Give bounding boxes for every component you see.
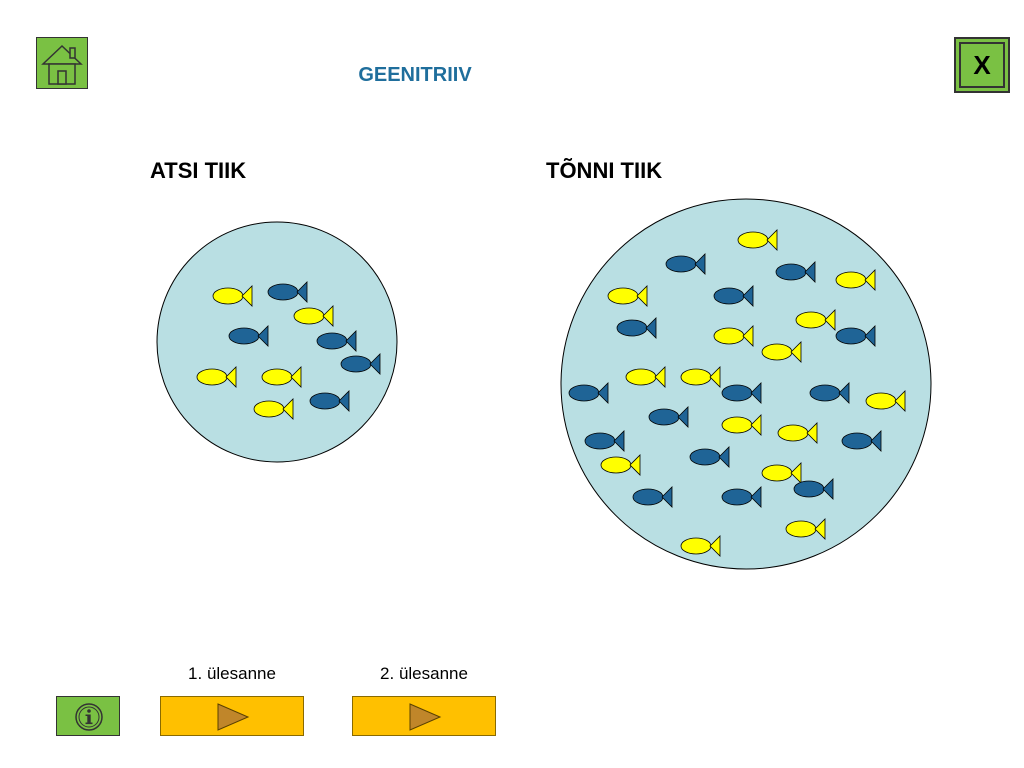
yellow-fish bbox=[293, 305, 334, 327]
yellow-fish bbox=[680, 366, 721, 388]
yellow-fish bbox=[795, 309, 836, 331]
close-button[interactable]: X bbox=[954, 37, 1010, 93]
home-icon bbox=[41, 44, 83, 85]
blue-fish bbox=[841, 430, 882, 452]
blue-fish bbox=[809, 382, 850, 404]
blue-fish bbox=[228, 325, 269, 347]
blue-fish bbox=[775, 261, 816, 283]
close-label: X bbox=[959, 42, 1005, 88]
yellow-fish bbox=[196, 366, 237, 388]
info-icon bbox=[75, 703, 103, 731]
blue-fish bbox=[584, 430, 625, 452]
yellow-fish bbox=[721, 414, 762, 436]
tonni-pond-label: TÕNNI TIIK bbox=[546, 158, 663, 183]
blue-fish bbox=[665, 253, 706, 275]
atsi-pond-label: ATSI TIIK bbox=[150, 158, 247, 183]
yellow-fish bbox=[600, 454, 641, 476]
blue-fish bbox=[616, 317, 657, 339]
blue-fish bbox=[648, 406, 689, 428]
yellow-fish bbox=[261, 366, 302, 388]
info-button[interactable] bbox=[56, 696, 120, 736]
yellow-fish bbox=[607, 285, 648, 307]
yellow-fish bbox=[761, 462, 802, 484]
yellow-fish bbox=[625, 366, 666, 388]
task2-label: 2. ülesanne bbox=[380, 664, 468, 683]
yellow-fish bbox=[777, 422, 818, 444]
task2-play-button[interactable] bbox=[352, 696, 496, 736]
yellow-fish bbox=[212, 285, 253, 307]
blue-fish bbox=[267, 281, 308, 303]
blue-fish bbox=[689, 446, 730, 468]
yellow-fish bbox=[785, 518, 826, 540]
blue-fish bbox=[309, 390, 350, 412]
blue-fish bbox=[721, 382, 762, 404]
yellow-fish bbox=[835, 269, 876, 291]
blue-fish bbox=[713, 285, 754, 307]
play-icon bbox=[217, 703, 250, 731]
atsi-pond bbox=[156, 221, 398, 463]
blue-fish bbox=[316, 330, 357, 352]
yellow-fish bbox=[680, 535, 721, 557]
tonni-pond bbox=[560, 198, 932, 570]
page-title: GEENITRIIV bbox=[358, 64, 472, 86]
tonni-fish-group bbox=[568, 229, 906, 557]
yellow-fish bbox=[865, 390, 906, 412]
atsi-fish-group bbox=[196, 281, 381, 420]
task1-play-button[interactable] bbox=[160, 696, 304, 736]
home-button[interactable] bbox=[36, 37, 88, 89]
blue-fish bbox=[721, 486, 762, 508]
blue-fish bbox=[835, 325, 876, 347]
blue-fish bbox=[632, 486, 673, 508]
yellow-fish bbox=[253, 398, 294, 420]
blue-fish bbox=[340, 353, 381, 375]
task1-label: 1. ülesanne bbox=[188, 664, 276, 683]
yellow-fish bbox=[761, 341, 802, 363]
yellow-fish bbox=[713, 325, 754, 347]
yellow-fish bbox=[737, 229, 778, 251]
blue-fish bbox=[568, 382, 609, 404]
blue-fish bbox=[793, 478, 834, 500]
play-icon bbox=[409, 703, 442, 731]
